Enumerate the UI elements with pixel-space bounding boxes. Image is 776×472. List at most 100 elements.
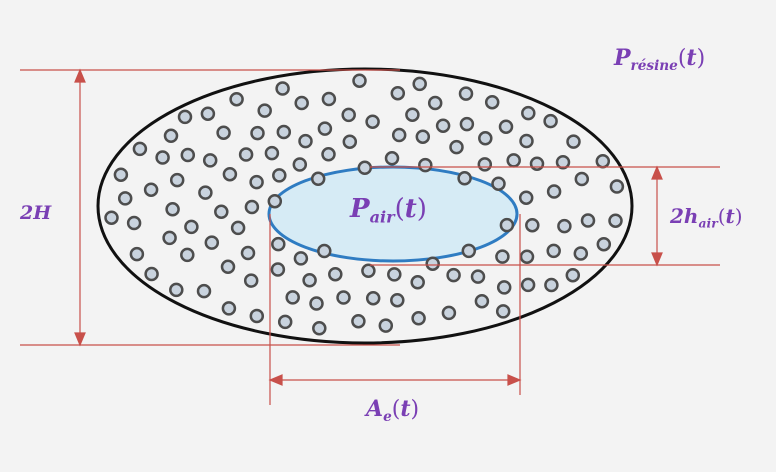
fiber-circle bbox=[277, 314, 293, 330]
fiber-circle bbox=[310, 171, 326, 187]
fiber-circle bbox=[427, 95, 443, 111]
fiber-circle bbox=[169, 172, 185, 188]
two-h-air-open-paren: ( bbox=[717, 204, 726, 228]
two-H-label: 2H bbox=[20, 202, 52, 224]
fiber-circle bbox=[321, 147, 336, 162]
fiber-circle bbox=[317, 243, 332, 259]
p-air-close-paren: ) bbox=[416, 194, 427, 224]
p-air-arg: t bbox=[404, 194, 417, 224]
fiber-group bbox=[104, 73, 625, 336]
fiber-circle bbox=[298, 133, 313, 149]
fiber-circle bbox=[470, 269, 486, 284]
a-e-arg: t bbox=[400, 396, 411, 422]
fiber-circle bbox=[574, 171, 590, 187]
fiber-circle bbox=[321, 91, 337, 107]
fiber-circle bbox=[458, 86, 474, 101]
fiber-circle bbox=[214, 204, 229, 220]
dimension-lines bbox=[20, 68, 720, 405]
p-resine-subscript: résine bbox=[630, 57, 678, 74]
fiber-circle bbox=[435, 118, 451, 133]
fiber-circle bbox=[117, 191, 133, 206]
fiber-circle bbox=[240, 245, 256, 261]
fiber-circle bbox=[285, 290, 300, 305]
fiber-circle bbox=[608, 213, 623, 228]
fiber-circle bbox=[411, 311, 426, 326]
fiber-circle bbox=[198, 185, 213, 200]
ae-arrow-right bbox=[507, 374, 522, 386]
fiber-circle bbox=[270, 262, 286, 277]
fiber-circle bbox=[272, 168, 287, 183]
fiber-circle bbox=[496, 280, 512, 295]
fiber-circle bbox=[543, 113, 558, 129]
fiber-circle bbox=[180, 147, 196, 163]
fiber-circle bbox=[351, 313, 366, 329]
fiber-circle bbox=[478, 131, 493, 146]
fiber-circle bbox=[384, 151, 400, 166]
fiber-circle bbox=[244, 199, 260, 215]
fiber-circle bbox=[474, 293, 490, 309]
a-e-close-paren: ) bbox=[410, 397, 420, 422]
fiber-circle bbox=[143, 182, 159, 197]
resin-ellipse bbox=[96, 67, 634, 345]
fiber-circle bbox=[216, 125, 231, 140]
fiber-circle bbox=[529, 156, 545, 171]
fiber-circle bbox=[387, 267, 402, 282]
fiber-circle bbox=[180, 247, 195, 263]
fiber-circle bbox=[361, 263, 376, 279]
2hair-arrow-up bbox=[651, 165, 663, 180]
fiber-circle bbox=[104, 210, 119, 225]
p-air-subscript: air bbox=[369, 207, 395, 227]
fiber-circle bbox=[415, 129, 431, 144]
fiber-circle bbox=[341, 107, 356, 123]
two-h-air-subscript: air bbox=[698, 215, 718, 231]
fiber-circle bbox=[498, 119, 514, 134]
fiber-circle bbox=[519, 249, 535, 264]
p-air-open-paren: ( bbox=[394, 194, 405, 224]
two-h-air-arg: t bbox=[725, 204, 735, 228]
p-resine-label: Présine(t) bbox=[614, 47, 705, 73]
fiber-circle bbox=[267, 193, 283, 209]
fiber-circle bbox=[580, 213, 596, 228]
fiber-circle bbox=[317, 121, 333, 136]
fiber-circle bbox=[609, 179, 625, 194]
fiber-circle bbox=[484, 94, 500, 110]
a-e-open-paren: ( bbox=[391, 397, 401, 422]
fiber-circle bbox=[309, 296, 324, 311]
fiber-circle bbox=[595, 153, 611, 169]
2H-arrow-up bbox=[74, 68, 86, 83]
fiber-circle bbox=[378, 318, 394, 333]
fiber-circle bbox=[312, 321, 327, 336]
a-e-symbol: A bbox=[366, 396, 384, 422]
fiber-circle bbox=[129, 246, 145, 262]
fiber-circle bbox=[275, 81, 290, 96]
fiber-circle bbox=[352, 73, 367, 88]
fiber-circle bbox=[544, 277, 559, 293]
fiber-circle bbox=[249, 174, 264, 190]
fiber-circle bbox=[196, 283, 212, 299]
fiber-circle bbox=[565, 267, 581, 283]
fiber-circle bbox=[162, 230, 177, 246]
fiber-circle bbox=[521, 105, 536, 121]
fiber-circle bbox=[250, 125, 265, 141]
two-h-air-close-paren: ) bbox=[734, 204, 743, 228]
p-air-symbol: P bbox=[350, 194, 370, 224]
fiber-circle bbox=[163, 128, 179, 144]
fiber-circle bbox=[477, 157, 493, 172]
p-resine-close-paren: ) bbox=[696, 46, 706, 71]
fiber-circle bbox=[200, 106, 216, 121]
fiber-circle bbox=[557, 218, 572, 234]
fiber-circle bbox=[405, 107, 420, 122]
fiber-circle bbox=[365, 114, 380, 129]
a-e-subscript: e bbox=[383, 408, 392, 425]
fiber-circle bbox=[546, 243, 561, 259]
two-h-air-symbol: h bbox=[683, 204, 699, 228]
fiber-circle bbox=[446, 267, 461, 283]
fiber-circle bbox=[220, 259, 236, 275]
fiber-circle bbox=[546, 184, 562, 199]
fiber-circle bbox=[357, 160, 373, 176]
fiber-circle bbox=[520, 277, 536, 293]
fiber-circle bbox=[425, 256, 440, 271]
fiber-circle bbox=[328, 266, 343, 282]
fiber-circle bbox=[238, 147, 254, 162]
